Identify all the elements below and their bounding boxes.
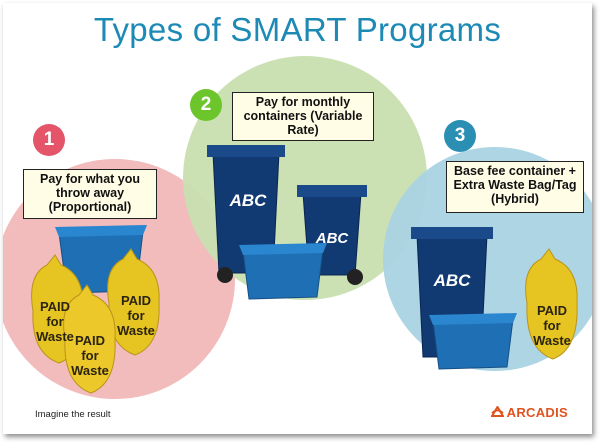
- bag-label-paid: PAID: [39, 299, 71, 314]
- bag-label: PAID for Waste: [63, 333, 117, 378]
- bag-label-paid: PAID: [74, 333, 106, 348]
- bag-label-waste: Waste: [36, 329, 74, 344]
- recycle-bin-icon: [239, 243, 327, 300]
- bag-label: PAID for Waste: [525, 303, 579, 348]
- bag-label-waste: Waste: [71, 363, 109, 378]
- bag-label-for: for: [127, 308, 145, 323]
- badge-program-1: 1: [33, 124, 65, 156]
- bag-label-for: for: [46, 314, 64, 329]
- label-program-2: Pay for monthly containers (Variable Rat…: [232, 92, 374, 141]
- footer-logo: ARCADIS: [490, 405, 568, 420]
- waste-bag-icon: [525, 248, 578, 360]
- waste-bag-icon: [107, 248, 160, 356]
- label-program-3: Base fee container + Extra Waste Bag/Tag…: [446, 161, 584, 213]
- bag-label-paid: PAID: [120, 293, 152, 308]
- footer-tagline: Imagine the result: [35, 409, 111, 420]
- bag-label: PAID for Waste: [111, 293, 161, 338]
- waste-bag-icon: [63, 284, 116, 394]
- badge-program-2: 2: [190, 89, 222, 121]
- footer-logo-text: ARCADIS: [506, 405, 568, 420]
- cart-brand-label: ABC: [433, 271, 471, 290]
- cart-brand-label: ABC: [315, 230, 349, 247]
- bag-label: PAID for Waste: [25, 299, 85, 344]
- bag-label-paid: PAID: [536, 303, 568, 318]
- bag-label-for: for: [81, 348, 99, 363]
- bag-label-waste: Waste: [533, 333, 571, 348]
- label-program-1: Pay for what you throw away (Proportiona…: [23, 169, 157, 219]
- bag-label-for: for: [543, 318, 561, 333]
- cart-brand-label: ABC: [229, 191, 267, 210]
- bag-label-waste: Waste: [117, 323, 155, 338]
- cart-icon: [207, 145, 285, 283]
- recycle-bin-icon: [429, 313, 517, 370]
- arcadis-logo-icon: [490, 406, 504, 417]
- page-title: Types of SMART Programs: [93, 11, 502, 48]
- slide: Types of SMART Programs 1 2 3 Pay for wh…: [3, 3, 592, 434]
- badge-program-3: 3: [444, 120, 476, 152]
